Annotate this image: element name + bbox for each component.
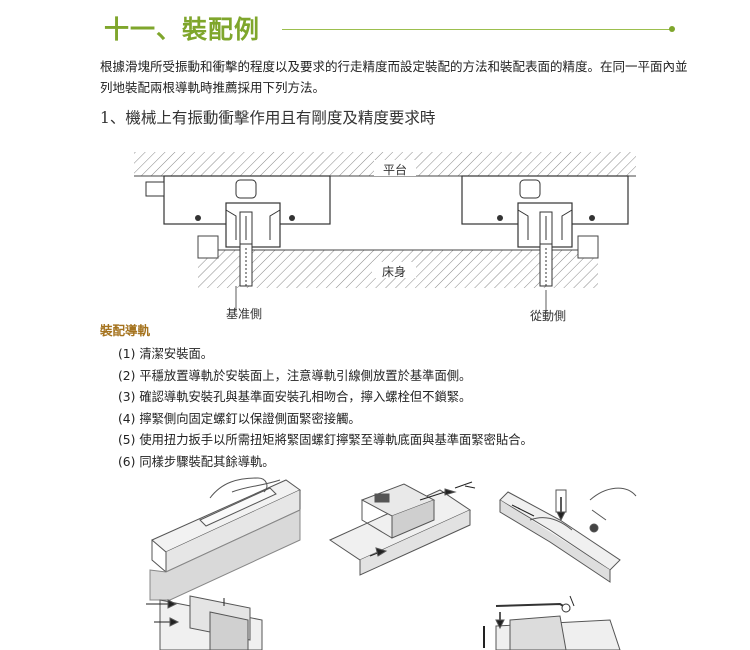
table-platform: 平台 (134, 152, 636, 177)
title-rule-dot (669, 26, 675, 32)
table-label: 平台 (383, 162, 407, 177)
illustration-torque-wrench (483, 595, 621, 650)
assembly-step: (5) 使用扭力扳手以所需扭矩將緊固螺釘擰緊至導軌底面與基準面緊密貼合。 (118, 433, 533, 447)
illustration-align-rail (328, 481, 476, 576)
assembly-steps: (1) 清潔安裝面。 (2) 平穩放置導軌於安裝面上，注意導軌引線側放置於基準面… (118, 344, 533, 473)
illustration-tighten-screw (499, 487, 637, 583)
assembly-step: (3) 確認導軌安裝孔與基準面安裝孔相吻合，擰入螺栓但不鎖緊。 (118, 390, 472, 404)
driven-side-label: 從動側 (530, 309, 566, 323)
subsection-heading: 1、機械上有振動衝擊作用且有剛度及精度要求時 (100, 109, 436, 127)
machine-bed: 床身 (197, 235, 599, 288)
illustration-place-rail (149, 477, 301, 601)
driven-side-guide-block (461, 175, 629, 312)
assembly-step: (1) 清潔安裝面。 (118, 347, 214, 361)
reference-side-label: 基准側 (226, 307, 262, 321)
assembly-section-label: 裝配導軌 (100, 323, 151, 338)
intro-paragraph: 根據滑塊所受振動和衝擊的程度以及要求的行走精度而設定裝配的方法和裝配表面的精度。… (100, 59, 688, 95)
title-rule (282, 29, 672, 30)
section-title: 十一、裝配例 (104, 15, 261, 44)
mounting-cross-section-diagram: 平台 床身 基准側 (134, 152, 636, 323)
assembly-step: (2) 平穩放置導軌於安裝面上，注意導軌引線側放置於基準面側。 (118, 368, 472, 383)
reference-side-guide-block (145, 175, 331, 312)
illustration-side-push (146, 595, 263, 650)
assembly-step: (4) 擰緊側向固定螺釘以保證側面緊密接觸。 (118, 411, 361, 426)
bed-label: 床身 (382, 264, 406, 279)
assembly-step: (6) 同樣步驟裝配其餘導軌。 (118, 454, 275, 469)
